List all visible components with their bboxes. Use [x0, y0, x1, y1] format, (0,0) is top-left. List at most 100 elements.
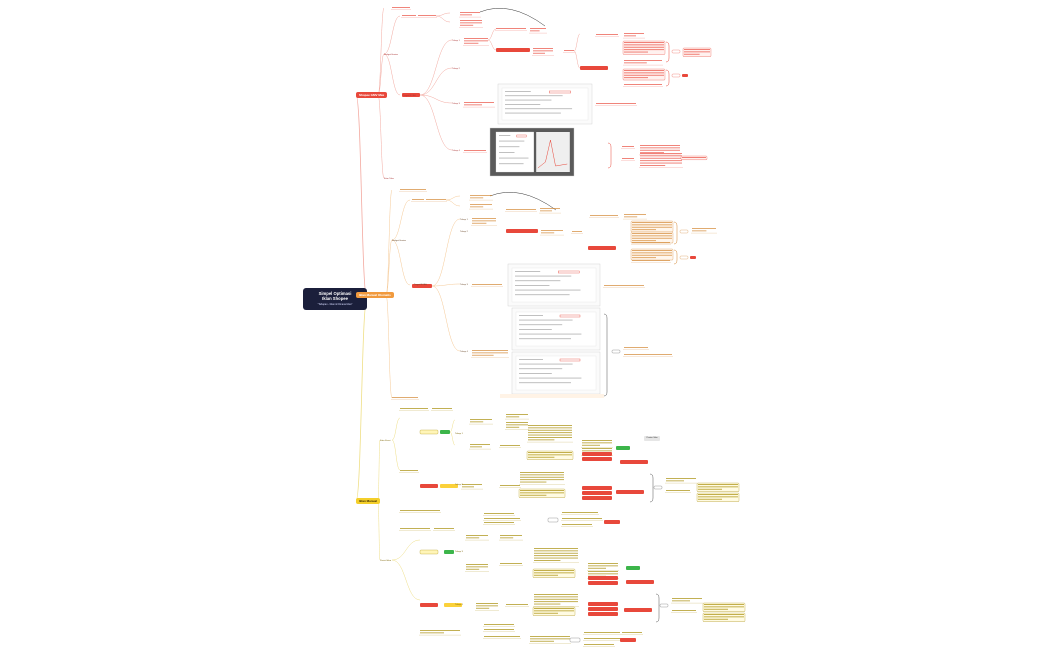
node-box-75[interactable]: [671, 73, 681, 78]
node-box-148[interactable]: [412, 284, 432, 288]
node-box-400[interactable]: [420, 603, 438, 607]
text-line-78: [684, 51, 710, 53]
node-box-419[interactable]: [588, 602, 618, 606]
b2-step4-label: Tahap 4: [460, 351, 468, 353]
text-line-332: [698, 486, 738, 488]
root-node[interactable]: Simpel Optimasi Iklan Shopee "Tahapan - …: [303, 288, 367, 310]
node-box-198[interactable]: [679, 255, 689, 260]
node-box-421[interactable]: [588, 612, 618, 616]
node-box-348[interactable]: [547, 517, 559, 523]
text-line-216: [472, 350, 508, 351]
text-line-326: [666, 480, 684, 482]
text-line-142: [470, 195, 492, 196]
text-line-353: [562, 524, 592, 525]
b2-step1-label: Tahap 1: [460, 219, 468, 221]
branch-auto[interactable]: Iklan Manual Otomatis: [356, 292, 394, 298]
caption-bar: [500, 394, 604, 398]
node-box-301[interactable]: [420, 484, 438, 488]
node-box-81[interactable]: [682, 74, 688, 77]
text-line-65: [624, 70, 664, 71]
node-box-74[interactable]: [671, 49, 681, 54]
text-line-443: [484, 624, 514, 625]
text-line-62: [624, 62, 647, 64]
text-line-167: [590, 215, 618, 216]
text-line-175: [632, 224, 672, 226]
node-box-320[interactable]: [582, 491, 612, 495]
node-box-299[interactable]: [616, 446, 630, 450]
text-line-269: [506, 426, 520, 428]
node-box-300[interactable]: [620, 460, 648, 464]
node-box-202[interactable]: [690, 256, 696, 259]
text-line-331: [698, 484, 738, 485]
text-line-282: [528, 439, 555, 441]
node-box-324[interactable]: [653, 485, 663, 490]
connector-line-15: [435, 15, 451, 23]
node-box-422[interactable]: [624, 608, 652, 612]
text-line-265: [506, 416, 520, 418]
node-box-398[interactable]: [626, 566, 640, 570]
text-line-371: [466, 566, 488, 568]
branch-gmv-max[interactable]: Shopee GMV Max: [356, 92, 388, 98]
text-line-411: [534, 601, 578, 603]
node-box-321[interactable]: [582, 496, 612, 500]
node-box-302[interactable]: [440, 484, 458, 488]
bracket-73: [665, 69, 670, 87]
b3-step2-label: Tahap 2: [455, 484, 463, 486]
branch-manual[interactable]: Iklan Manual: [356, 498, 381, 504]
connector-line-248: [377, 500, 381, 561]
text-line-281: [528, 437, 572, 438]
text-line-143: [470, 197, 484, 199]
node-box-401[interactable]: [444, 603, 462, 607]
node-box-172[interactable]: [588, 246, 616, 250]
text-line-441: [420, 632, 444, 634]
node-box-453[interactable]: [569, 637, 581, 643]
node-box-462[interactable]: [620, 638, 636, 642]
b1-step2-label: Tahap 2: [452, 68, 460, 70]
text-line-290: [582, 442, 612, 444]
node-box-397[interactable]: [588, 581, 618, 585]
node-box-420[interactable]: [588, 607, 618, 611]
b3-step3-label: Tahap 3: [455, 551, 463, 553]
text-line-193: [632, 260, 670, 261]
text-line-245: [392, 397, 418, 398]
text-line-346: [484, 522, 514, 523]
text-line-294: [582, 450, 612, 452]
text-line-37: [596, 34, 618, 35]
node-box-257[interactable]: [419, 429, 439, 435]
text-line-132: [400, 189, 426, 190]
node-box-240[interactable]: [611, 349, 621, 354]
text-line-113: [640, 149, 680, 151]
node-box-23[interactable]: [402, 93, 420, 97]
text-line-286: [528, 454, 572, 456]
node-box-44[interactable]: [496, 48, 530, 52]
text-line-21: [460, 24, 474, 26]
node-box-363[interactable]: [444, 550, 454, 554]
text-line-310: [520, 476, 564, 478]
bracket-128: [607, 142, 612, 169]
node-box-258[interactable]: [440, 430, 450, 434]
text-line-365: [466, 537, 480, 539]
text-line-340: [400, 510, 440, 511]
text-line-217: [472, 352, 508, 354]
screenshot-highlight-213: [558, 270, 580, 274]
connector-line-4: [377, 53, 385, 96]
node-box-197[interactable]: [679, 229, 689, 234]
screenshot-row-102: [499, 146, 520, 148]
text-line-306: [500, 485, 520, 486]
screenshot-row-92: [505, 112, 561, 114]
node-box-298[interactable]: [582, 457, 612, 461]
text-line-410: [534, 598, 578, 600]
node-box-399[interactable]: [626, 580, 654, 584]
node-box-297[interactable]: [582, 452, 612, 456]
screenshot-row-233: [519, 368, 563, 370]
node-box-424[interactable]: [659, 603, 669, 608]
node-box-322[interactable]: [616, 490, 644, 494]
node-box-362[interactable]: [419, 549, 439, 555]
node-box-161[interactable]: [506, 229, 538, 233]
node-box-355[interactable]: [604, 520, 620, 524]
node-box-319[interactable]: [582, 486, 612, 490]
node-box-53[interactable]: [580, 66, 608, 70]
connector-line-3: [377, 7, 385, 96]
node-box-396[interactable]: [588, 576, 618, 580]
text-line-94: [596, 103, 636, 104]
